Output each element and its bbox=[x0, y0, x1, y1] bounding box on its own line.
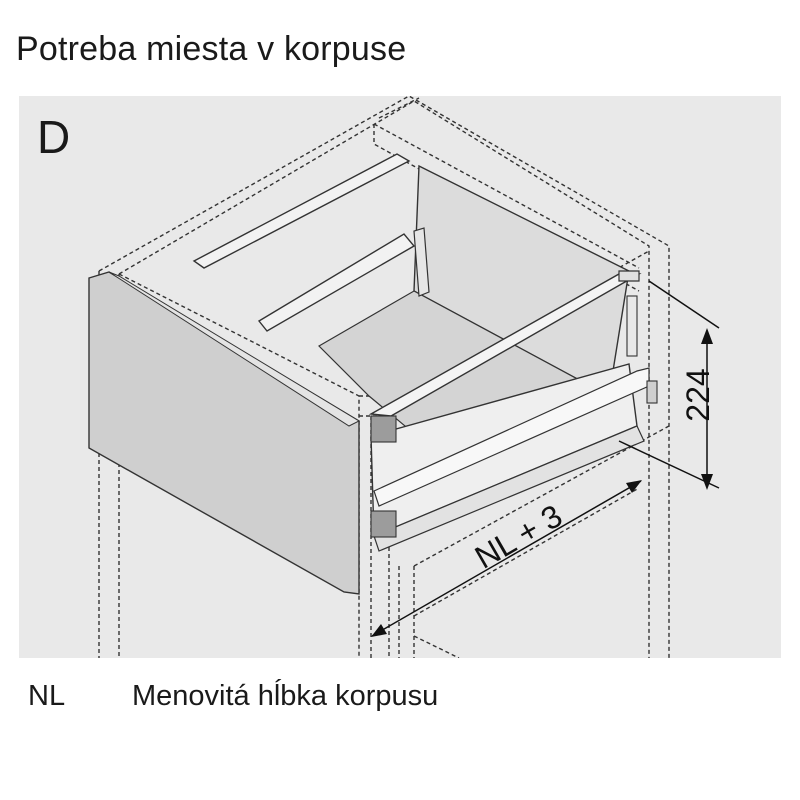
depth-dimension bbox=[371, 480, 642, 637]
legend-description: Menovitá hĺbka korpusu bbox=[132, 680, 439, 712]
depth-dimension-label: NL + 3 bbox=[469, 497, 568, 575]
left-mid-rail bbox=[257, 233, 416, 332]
variant-label: D bbox=[37, 111, 71, 163]
front-panel-top-edge bbox=[108, 271, 361, 427]
legend-abbreviation: NL bbox=[28, 680, 66, 712]
front-connector-bottom bbox=[370, 510, 397, 538]
cabinet-drawing: 224 NL + 3 bbox=[88, 96, 720, 658]
drawer-front-panel bbox=[88, 271, 360, 595]
drawer-body bbox=[192, 153, 658, 552]
front-connector-top bbox=[370, 415, 397, 443]
left-rail-end bbox=[413, 227, 430, 297]
height-dimension-label: 224 bbox=[680, 368, 716, 421]
diagram-panel: 224 NL + 3 D bbox=[19, 96, 781, 658]
legend: NL Menovitá hĺbka korpusu bbox=[28, 680, 438, 713]
left-top-rail bbox=[192, 153, 411, 269]
rail-cap bbox=[618, 270, 640, 282]
height-dimension bbox=[618, 280, 720, 490]
page-title: Potreba miesta v korpuse bbox=[16, 30, 407, 68]
rear-fitting bbox=[626, 295, 638, 357]
drawer-side-bottom bbox=[373, 425, 645, 552]
drawer-side-top bbox=[373, 367, 650, 507]
rear-bracket bbox=[646, 380, 658, 404]
